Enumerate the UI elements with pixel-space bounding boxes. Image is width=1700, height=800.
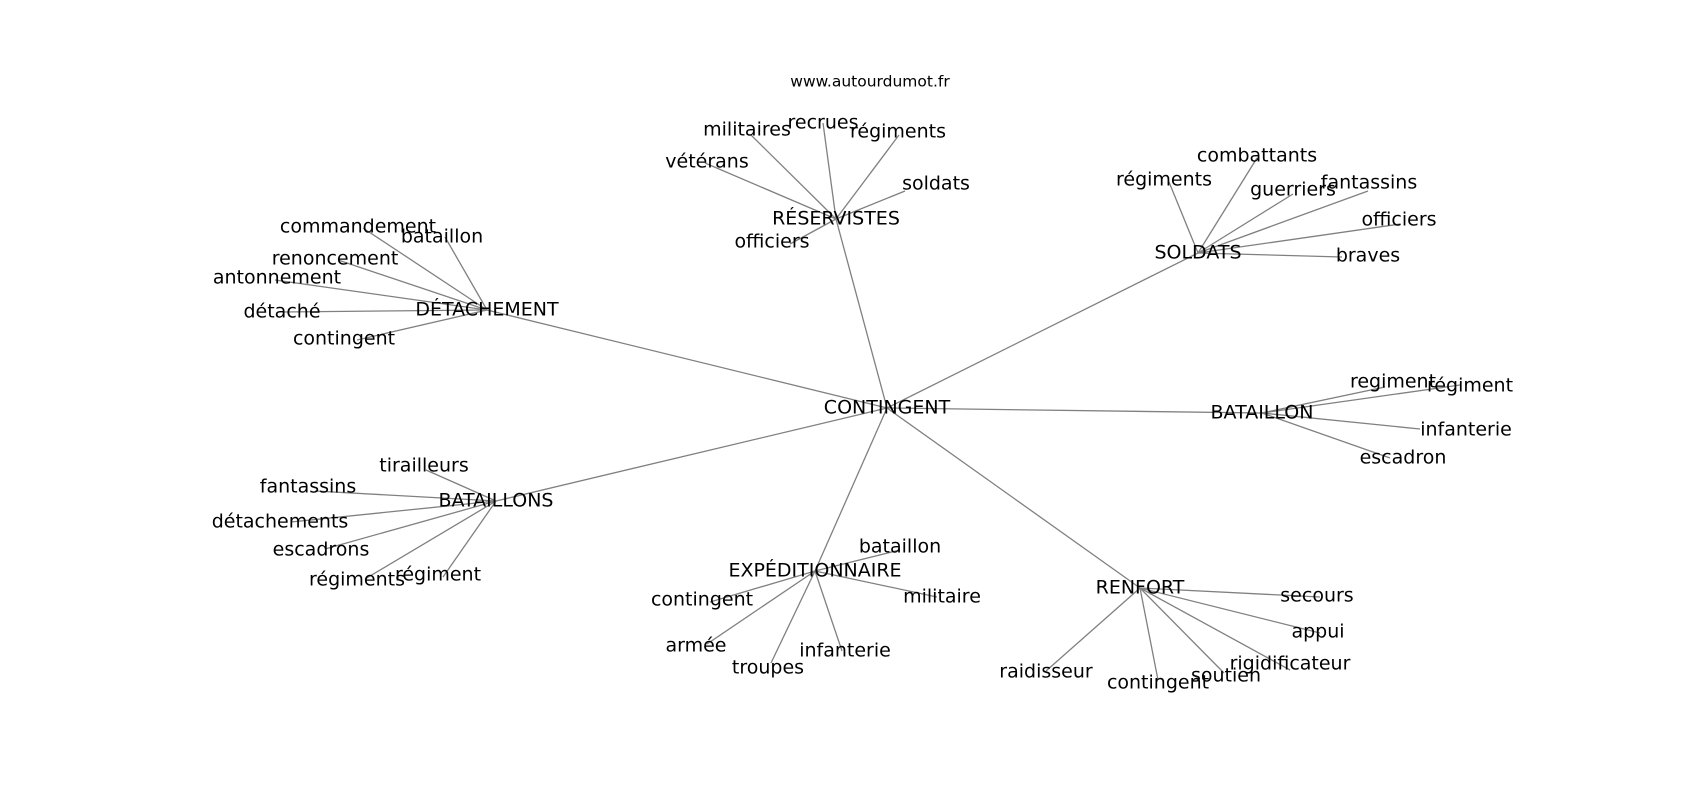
edge-detachement-3 <box>274 279 488 311</box>
word-node-reservistes-1[interactable]: recrues <box>788 112 859 134</box>
edge-expeditionnaire-0 <box>814 549 901 572</box>
graph-edges <box>274 122 1461 681</box>
edge-bataillons-0 <box>425 469 497 502</box>
edge-center-detachement <box>486 309 888 409</box>
edge-soldats-0 <box>1197 157 1258 254</box>
word-node-renfort-0[interactable]: secours <box>1280 585 1353 607</box>
word-node-detachement-4[interactable]: détaché <box>243 301 320 323</box>
edge-renfort-3 <box>1139 587 1225 674</box>
word-node-detachement-3[interactable]: antonnement <box>213 267 341 289</box>
edge-renfort-2 <box>1139 587 1291 671</box>
edge-renfort-5 <box>1045 587 1141 672</box>
word-node-detachement-5[interactable]: contingent <box>293 328 395 350</box>
edge-renfort-0 <box>1139 587 1321 598</box>
word-node-renfort-1[interactable]: appui <box>1291 621 1344 643</box>
word-node-expeditionnaire-4[interactable]: troupes <box>732 657 804 679</box>
hub-node-bataillons[interactable]: BATAILLONS <box>438 490 553 512</box>
edge-detachement-2 <box>337 259 488 311</box>
word-node-soldats-4[interactable]: officiers <box>1361 209 1436 231</box>
edge-detachement-4 <box>281 309 488 313</box>
edge-detachement-5 <box>356 309 488 341</box>
edge-renfort-1 <box>1139 587 1321 634</box>
edge-bataillon-1 <box>1261 384 1461 414</box>
word-node-renfort-4[interactable]: contingent <box>1107 672 1209 694</box>
edge-reservistes-2 <box>835 134 900 220</box>
edge-bataillons-5 <box>442 500 497 578</box>
word-node-reservistes-5[interactable]: officiers <box>734 231 809 253</box>
edge-soldats-1 <box>1168 181 1199 254</box>
word-node-reservistes-2[interactable]: régiments <box>850 121 946 143</box>
edge-center-reservistes <box>835 218 888 409</box>
hub-node-renfort[interactable]: RENFORT <box>1096 577 1185 599</box>
edge-reservistes-5 <box>789 218 837 245</box>
word-node-bataillons-2[interactable]: détachements <box>212 511 349 533</box>
hub-node-reservistes[interactable]: RÉSERVISTES <box>772 207 900 230</box>
edge-bataillons-2 <box>290 500 497 523</box>
edge-bataillons-1 <box>314 490 497 502</box>
word-node-bataillons-3[interactable]: escadrons <box>273 539 370 561</box>
word-node-bataillons-4[interactable]: régiments <box>309 569 405 591</box>
word-node-bataillon-1[interactable]: régiment <box>1427 375 1513 397</box>
edge-reservistes-0 <box>750 134 837 220</box>
edge-reservistes-1 <box>822 122 837 220</box>
word-node-detachement-0[interactable]: commandement <box>280 216 436 238</box>
word-node-detachement-1[interactable]: bataillon <box>401 226 483 248</box>
edge-detachement-0 <box>362 227 488 311</box>
source-watermark: www.autourdumot.fr <box>790 73 950 91</box>
edge-soldats-2 <box>1197 193 1294 254</box>
edge-soldats-3 <box>1197 190 1369 254</box>
word-node-expeditionnaire-5[interactable]: infanterie <box>799 640 891 662</box>
hub-node-expeditionnaire[interactable]: EXPÉDITIONNAIRE <box>728 559 901 582</box>
word-node-soldats-2[interactable]: guerriers <box>1250 179 1336 201</box>
edge-detachement-1 <box>444 236 488 311</box>
edge-bataillon-2 <box>1261 412 1421 430</box>
hub-node-soldats[interactable]: SOLDATS <box>1154 242 1241 264</box>
word-node-bataillons-0[interactable]: tirailleurs <box>379 455 468 477</box>
word-node-renfort-5[interactable]: raidisseur <box>999 661 1093 683</box>
edge-center-bataillons <box>495 407 888 502</box>
edge-expeditionnaire-4 <box>770 570 816 664</box>
edge-bataillons-4 <box>364 500 497 580</box>
word-node-expeditionnaire-2[interactable]: militaire <box>903 586 981 608</box>
word-node-bataillons-1[interactable]: fantassins <box>260 476 356 498</box>
edge-reservistes-4 <box>835 190 906 220</box>
edge-expeditionnaire-1 <box>709 570 816 603</box>
word-node-reservistes-4[interactable]: soldats <box>902 173 970 195</box>
edge-bataillons-3 <box>324 500 497 550</box>
word-node-expeditionnaire-3[interactable]: armée <box>665 635 726 657</box>
word-node-expeditionnaire-0[interactable]: bataillon <box>859 536 941 558</box>
edge-center-renfort <box>886 407 1141 589</box>
word-node-reservistes-0[interactable]: militaires <box>703 119 791 141</box>
word-node-bataillon-3[interactable]: escadron <box>1360 447 1447 469</box>
word-node-renfort-3[interactable]: soutien <box>1191 665 1261 687</box>
word-node-bataillons-5[interactable]: régiment <box>395 564 481 586</box>
word-node-detachement-2[interactable]: renoncement <box>272 248 399 270</box>
word-node-renfort-2[interactable]: rigidificateur <box>1230 653 1351 675</box>
edge-expeditionnaire-2 <box>814 570 938 598</box>
edge-center-bataillon <box>886 407 1263 414</box>
hub-node-detachement[interactable]: DÉTACHEMENT <box>415 298 559 321</box>
word-node-expeditionnaire-1[interactable]: contingent <box>651 589 753 611</box>
center-node[interactable]: CONTINGENT <box>824 397 951 419</box>
hub-node-bataillon[interactable]: BATAILLON <box>1211 402 1314 424</box>
edge-bataillon-0 <box>1261 386 1386 414</box>
edge-renfort-4 <box>1139 587 1159 681</box>
graph-labels: CONTINGENTDÉTACHEMENTcommandementbataill… <box>212 112 1513 694</box>
edge-expeditionnaire-3 <box>706 570 816 645</box>
word-node-soldats-0[interactable]: combattants <box>1197 145 1317 167</box>
word-node-soldats-5[interactable]: braves <box>1336 245 1400 267</box>
word-node-soldats-3[interactable]: fantassins <box>1321 172 1417 194</box>
edge-center-soldats <box>886 252 1199 409</box>
word-node-bataillon-0[interactable]: regiment <box>1350 371 1436 393</box>
edge-center-expeditionnaire <box>814 407 888 572</box>
edge-bataillon-3 <box>1261 412 1391 459</box>
word-node-reservistes-3[interactable]: vétérans <box>665 151 748 173</box>
edge-soldats-4 <box>1197 223 1401 254</box>
word-node-soldats-1[interactable]: régiments <box>1116 169 1212 191</box>
edge-reservistes-3 <box>704 162 837 220</box>
edge-expeditionnaire-5 <box>814 570 843 652</box>
edge-soldats-5 <box>1197 252 1343 258</box>
word-node-bataillon-2[interactable]: infanterie <box>1420 419 1512 441</box>
